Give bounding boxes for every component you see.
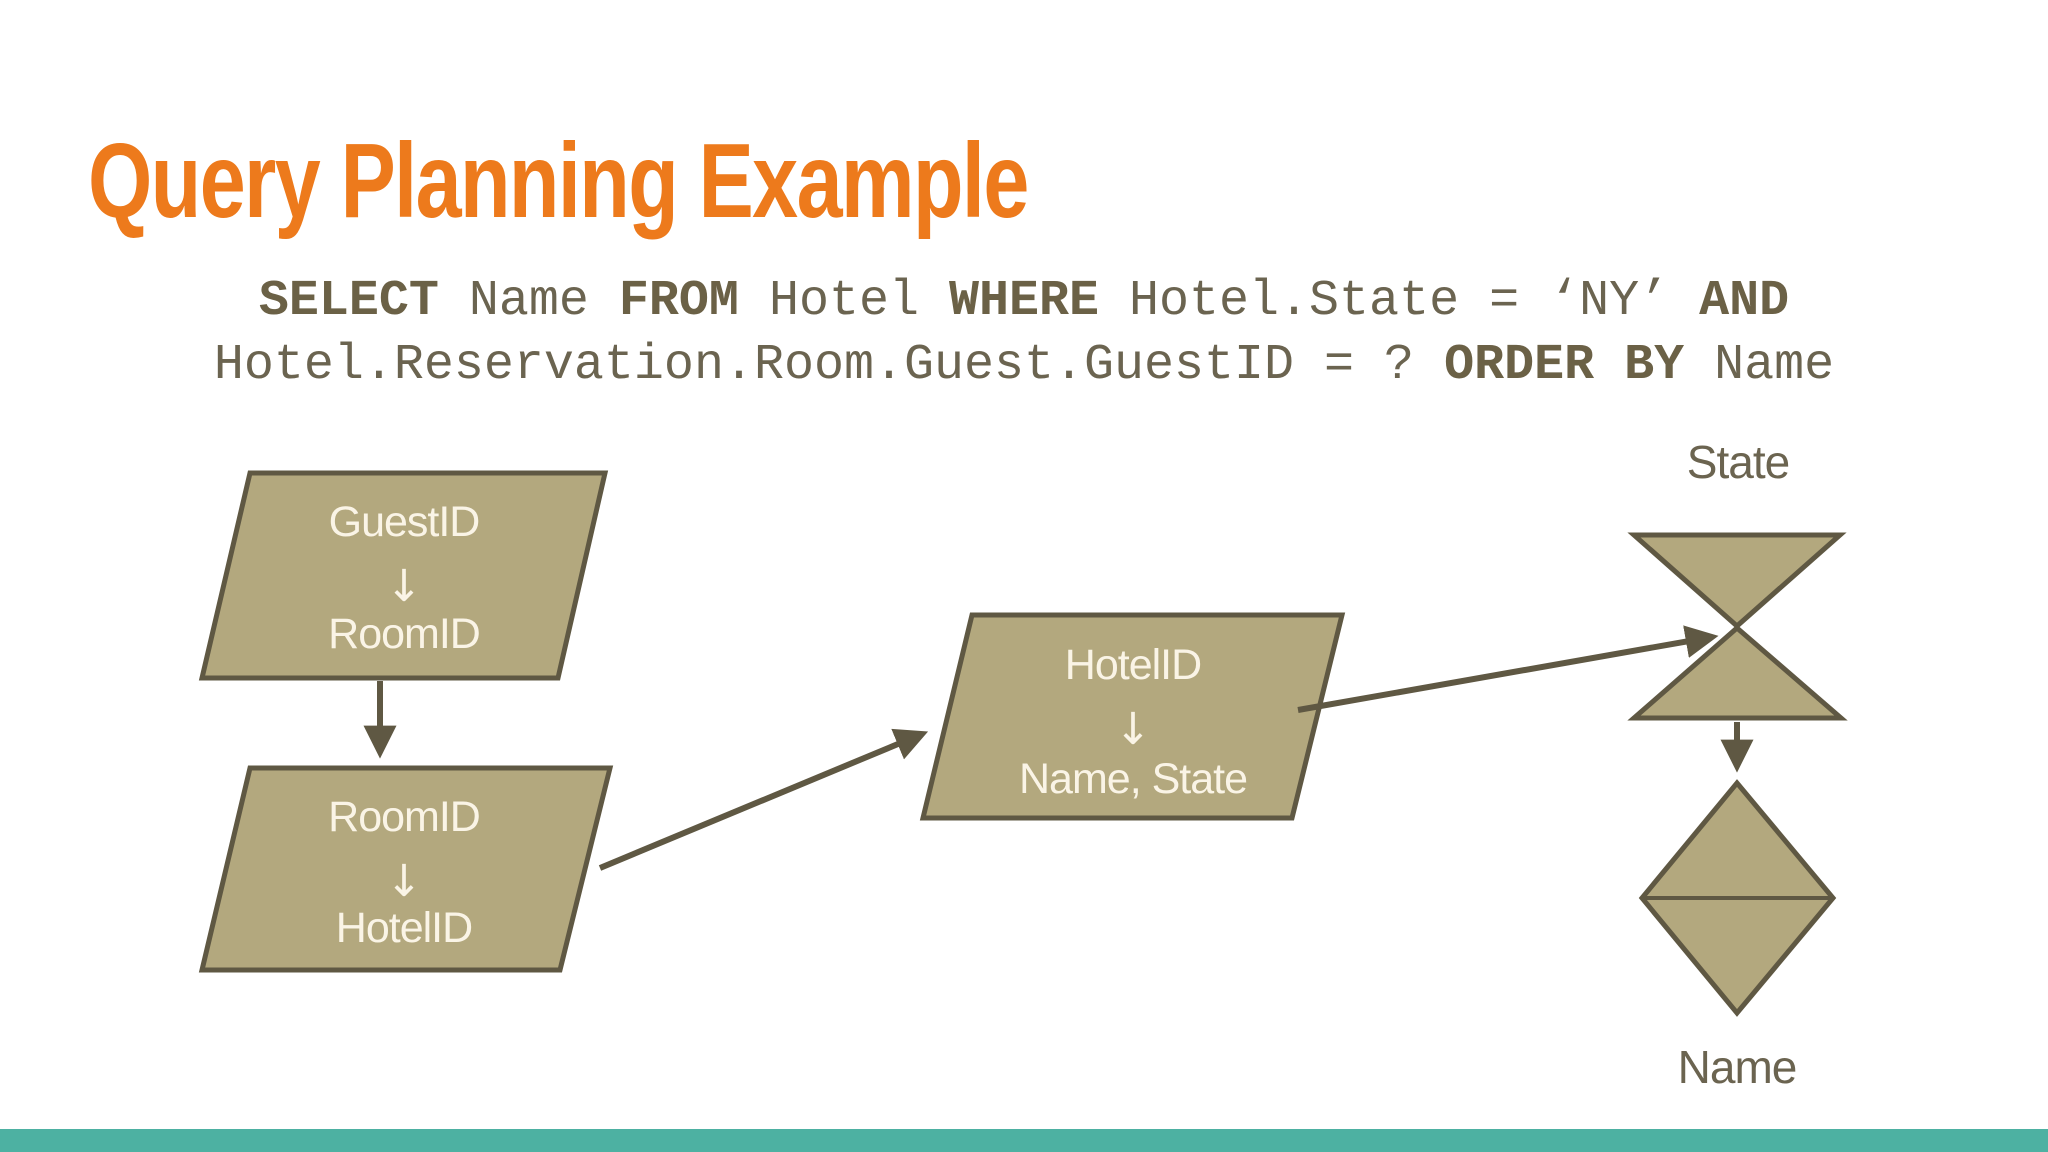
filter-hourglass-bottom-icon	[1627, 624, 1848, 721]
sql-keyword-and: AND	[1699, 273, 1790, 330]
sql-line-1: SELECT Name FROM Hotel WHERE Hotel.State…	[0, 270, 2048, 334]
sql-text: Hotel.Reservation.Room.Guest.GuestID = ?	[213, 337, 1445, 394]
sql-text: Name	[1684, 337, 1835, 394]
scan-node-guest-room	[198, 470, 609, 681]
sql-line-2: Hotel.Reservation.Room.Guest.GuestID = ?…	[0, 334, 2048, 398]
filter-hourglass-top-icon	[1627, 532, 1847, 630]
scan-node-room-hotel	[198, 765, 614, 973]
sql-keyword-select: SELECT	[258, 273, 439, 330]
arrow-node3-to-filter	[1297, 625, 1719, 713]
node-1-output-label: RoomID	[328, 610, 480, 658]
page-title-text: Query Planning Example	[88, 122, 1029, 240]
node-1-input-label: GuestID	[329, 498, 480, 546]
state-label: State	[1687, 436, 1789, 488]
sql-keyword-from: FROM	[618, 273, 739, 330]
name-label: Name	[1678, 1041, 1797, 1093]
scan-node-hotel	[919, 612, 1346, 821]
page-title: Query Planning Example	[88, 128, 1293, 234]
sql-text: Name	[438, 273, 619, 330]
node-3-input-label: HotelID	[1065, 641, 1201, 689]
sql-keyword-where: WHERE	[948, 273, 1100, 330]
node-2-output-label: HotelID	[336, 904, 472, 952]
sql-text: Hotel.State = ‘NY’	[1099, 273, 1700, 330]
node-2-down-arrow-icon: ↓	[386, 856, 423, 907]
node-1-down-arrow-icon: ↓	[386, 561, 423, 612]
sql-keyword-order-by: ORDER BY	[1444, 337, 1685, 394]
arrow-node2-to-node3	[598, 728, 929, 871]
sql-text: Hotel	[738, 273, 949, 330]
node-2-input-label: RoomID	[328, 793, 480, 841]
node-3-output-label: Name, State	[1019, 755, 1247, 803]
sql-query: SELECT Name FROM Hotel WHERE Hotel.State…	[0, 270, 2048, 398]
footer-accent-bar	[0, 1129, 2048, 1152]
node-3-down-arrow-icon: ↓	[1115, 704, 1152, 755]
